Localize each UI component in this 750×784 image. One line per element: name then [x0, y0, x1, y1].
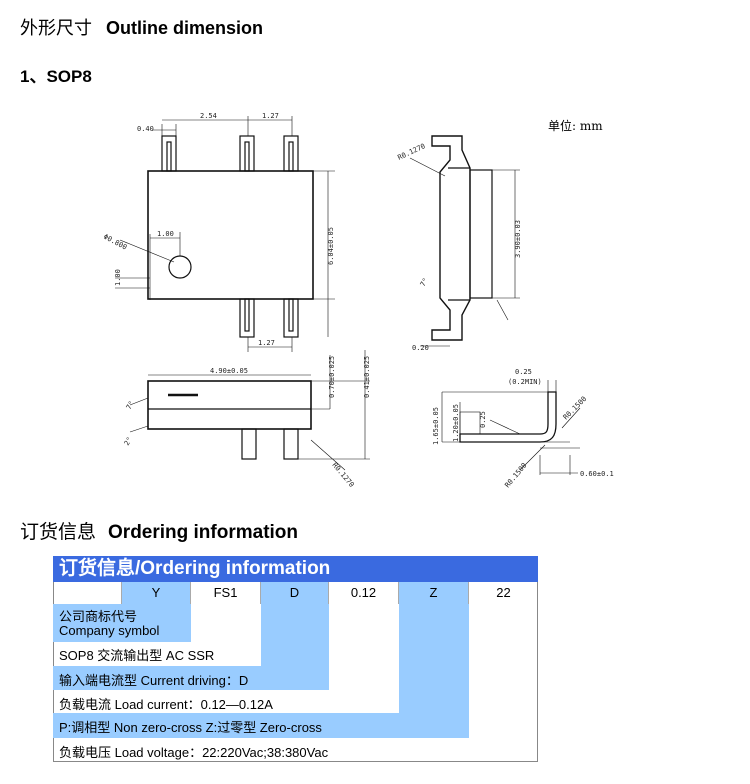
- front-view-body: [147, 380, 312, 430]
- lead-detail: [459, 391, 557, 443]
- code-z: Z: [399, 582, 469, 604]
- dim-phi: Φ0.800: [102, 233, 128, 252]
- row-company-cn: 公司商标代号: [59, 609, 138, 624]
- dim-body-h: 6.04±0.05: [327, 227, 335, 265]
- outline-heading-cn: 外形尺寸: [20, 18, 92, 39]
- dim-ang1: 7°: [419, 277, 430, 288]
- band-zero: [53, 713, 469, 738]
- ordering-heading-en: Ordering information: [108, 522, 299, 543]
- package-title: 1、SOP8: [20, 67, 92, 86]
- outline-drawing: 0.40 2.54 1.27 1.00 Φ0.800 1.00 6.04±0.0…: [102, 112, 614, 490]
- dim-side-h: 3.90±0.03: [514, 220, 522, 258]
- row-voltage: 负载电压 Load voltage：22:220Vac;38:380Vac: [59, 745, 329, 760]
- outline-heading-en: Outline dimension: [106, 18, 264, 38]
- code-012: 0.12: [329, 582, 399, 604]
- ordering-heading: 订货信息 Ordering information: [20, 517, 298, 544]
- dim-h120: 1.20±0.05: [452, 404, 460, 442]
- dim-127-top: 1.27: [262, 112, 279, 120]
- dim-ang3: 2°: [123, 436, 134, 447]
- band-d-col: [261, 582, 329, 666]
- dim-100: 1.00: [157, 230, 174, 238]
- dim-040: 0.40: [137, 125, 154, 133]
- dim-060: 0.60±0.1: [580, 470, 614, 478]
- band-z-col: [399, 582, 469, 713]
- code-y: Y: [122, 582, 191, 604]
- dim-100v: 1.00: [114, 269, 122, 286]
- unit-label: 单位: mm: [548, 119, 603, 133]
- dim-025: 0.25: [515, 368, 532, 376]
- dim-02min: (0.2MIN): [508, 378, 542, 386]
- code-fs1: FS1: [191, 582, 261, 604]
- dim-ang2: 7°: [125, 400, 136, 411]
- dim-041: 0.41±0.025: [363, 356, 371, 398]
- dim-070: 0.70±0.025: [328, 356, 336, 398]
- row-zero-cross: P:调相型 Non zero-cross Z:过零型 Zero-cross: [59, 720, 322, 735]
- dim-r01500b: R0.1500: [503, 462, 528, 490]
- band-company: [53, 604, 191, 642]
- ordering-table: 订货信息/Ordering information Y FS1 D 0.12 Z…: [53, 556, 538, 762]
- top-view-body: [147, 170, 314, 300]
- dim-025b: 0.25: [479, 411, 487, 428]
- ordering-heading-cn: 订货信息: [20, 521, 97, 543]
- code-22: 22: [496, 585, 511, 600]
- band-y-col: [122, 582, 191, 604]
- row-current: 输入端电流型 Current driving：D: [59, 673, 249, 688]
- dim-254: 2.54: [200, 112, 217, 120]
- row-load-current: 负载电流 Load current：0.12—0.12A: [59, 697, 273, 712]
- row-fs1: SOP8 交流输出型 AC SSR: [59, 648, 215, 663]
- band-current: [53, 666, 329, 690]
- side-view-body: [431, 135, 471, 341]
- dim-r0127b: R0.1270: [330, 461, 355, 489]
- dim-len: 4.90±0.05: [210, 367, 248, 375]
- dim-h165: 1.65±0.05: [432, 407, 440, 445]
- code-blank: [53, 582, 122, 604]
- pin1-mark: [168, 255, 192, 279]
- code-d: D: [261, 582, 329, 604]
- dim-020: 0.20: [412, 344, 429, 352]
- outline-heading: 外形尺寸 Outline dimension: [20, 14, 263, 40]
- dim-127-bot: 1.27: [258, 339, 275, 347]
- dim-r015: R0.1500: [562, 395, 589, 422]
- ordering-table-title: 订货信息/Ordering information: [53, 556, 538, 582]
- row-company-en: Company symbol: [59, 623, 160, 638]
